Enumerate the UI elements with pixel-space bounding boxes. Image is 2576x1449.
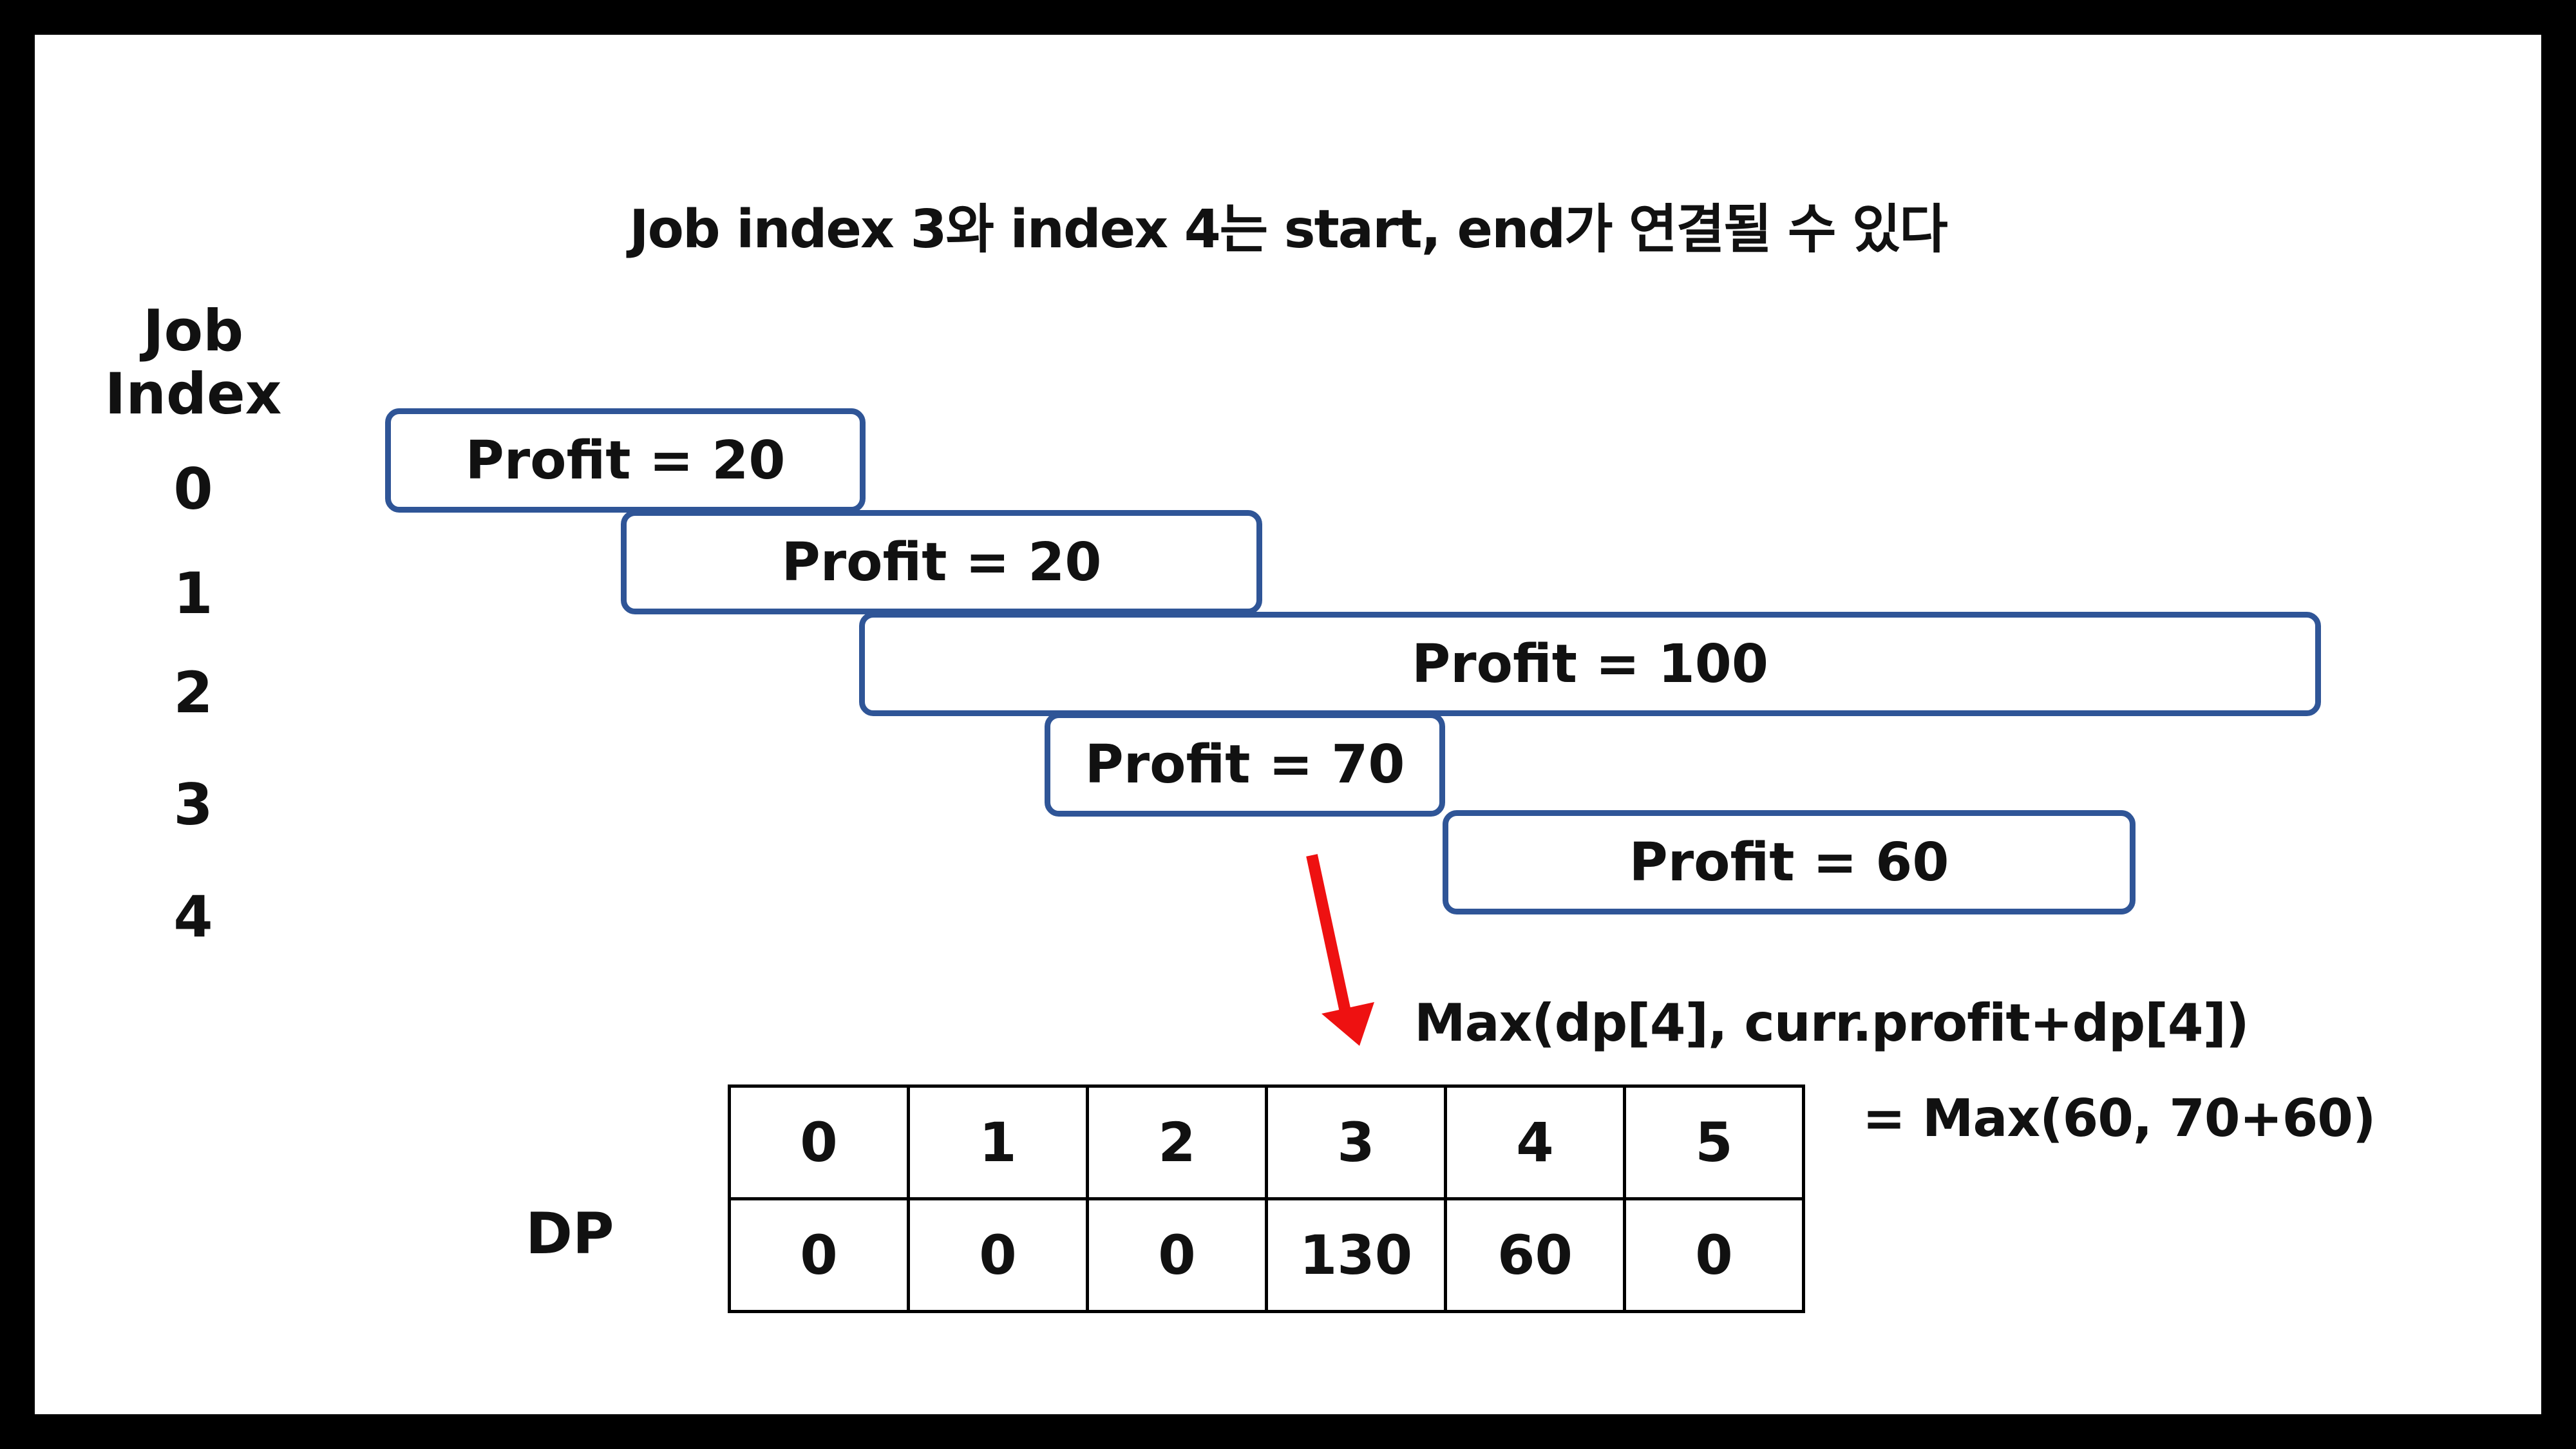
slide-title: Job index 3와 index 4는 start, end가 연결될 수 … <box>629 199 1948 260</box>
dp-index-cell: 4 <box>1444 1084 1626 1200</box>
job-box-2: Profit = 100 <box>859 612 2321 716</box>
dp-index-cell: 0 <box>728 1084 910 1200</box>
job-index-0: 0 <box>173 456 213 522</box>
dp-index-row: 0 1 2 3 4 5 <box>728 1084 1805 1200</box>
job-box-3: Profit = 70 <box>1045 712 1445 817</box>
job-box-1: Profit = 20 <box>621 510 1262 614</box>
job-index-2: 2 <box>173 659 213 726</box>
job-index-3: 3 <box>173 772 213 838</box>
slide: Job index 3와 index 4는 start, end가 연결될 수 … <box>35 35 2541 1414</box>
dp-value-cell: 0 <box>907 1197 1089 1313</box>
dp-index-cell: 2 <box>1086 1084 1268 1200</box>
formula-line-2: = Max(60, 70+60) <box>1862 1088 2376 1148</box>
dp-table: 0 1 2 3 4 5 0 0 0 130 60 0 <box>728 1084 1805 1313</box>
job-box-2-label: Profit = 100 <box>1412 633 1768 695</box>
formula-line-1: Max(dp[4], curr.profit+dp[4]) <box>1414 993 2249 1053</box>
red-arrow-shaft <box>1306 854 1354 1028</box>
job-box-0: Profit = 20 <box>385 408 866 513</box>
dp-value-cell: 60 <box>1444 1197 1626 1313</box>
dp-value-cell: 130 <box>1265 1197 1447 1313</box>
dp-index-cell: 5 <box>1623 1084 1805 1200</box>
dp-value-row: 0 0 0 130 60 0 <box>728 1197 1805 1313</box>
dp-index-cell: 1 <box>907 1084 1089 1200</box>
job-box-3-label: Profit = 70 <box>1084 734 1405 795</box>
dp-value-cell: 0 <box>1086 1197 1268 1313</box>
red-arrow-head <box>1321 1002 1374 1046</box>
job-index-header-line1: Job <box>142 298 244 364</box>
job-index-4: 4 <box>173 884 213 950</box>
job-index-1: 1 <box>173 560 213 627</box>
red-arrow <box>1306 854 1374 1046</box>
dp-label: DP <box>526 1200 614 1267</box>
dp-index-cell: 3 <box>1265 1084 1447 1200</box>
dp-value-cell: 0 <box>1623 1197 1805 1313</box>
job-box-4-label: Profit = 60 <box>1629 831 1949 893</box>
job-index-header-line2: Index <box>104 361 282 427</box>
dp-value-cell: 0 <box>728 1197 910 1313</box>
job-box-0-label: Profit = 20 <box>465 430 786 491</box>
job-box-4: Profit = 60 <box>1443 810 2136 914</box>
job-box-1-label: Profit = 20 <box>781 531 1102 593</box>
